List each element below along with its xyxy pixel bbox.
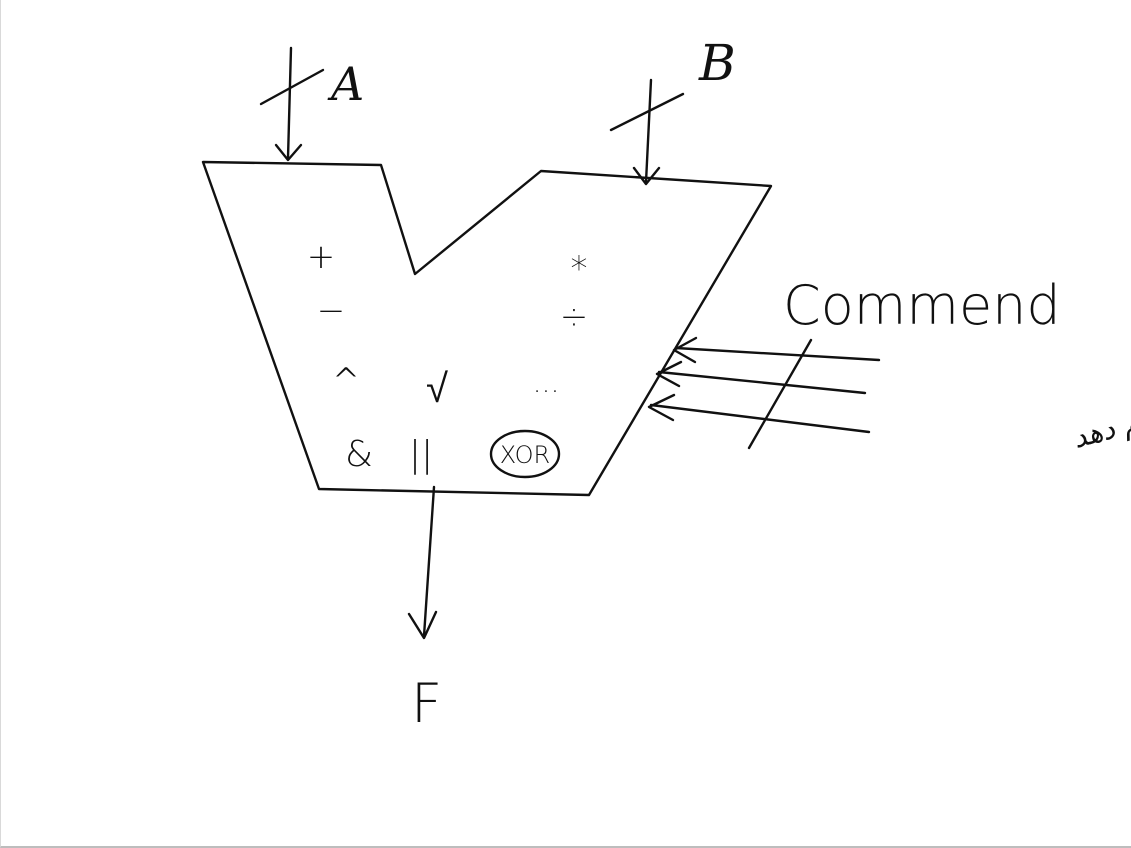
op-multiply: * (571, 249, 588, 289)
control-note: دستوری که میگوید کدام را انجام دهد (1069, 312, 1131, 455)
output-f-arrow (407, 485, 438, 640)
op-sqrt: √ (426, 366, 448, 412)
op-ellipsis: ... (533, 366, 560, 399)
xor-circle (489, 429, 561, 479)
op-or: || (409, 434, 433, 475)
input-a-label: A (327, 57, 364, 111)
op-xor-label: XOR (500, 441, 550, 469)
op-minus: − (317, 291, 346, 331)
op-and: & (345, 434, 373, 475)
op-power: ^ (332, 361, 361, 401)
alu-body (201, 160, 773, 497)
input-a-arrow (259, 46, 325, 162)
input-b-label: B (698, 34, 736, 92)
output-f-label: F (411, 672, 442, 735)
control-label: Commend (783, 274, 1061, 337)
input-b-arrow (609, 78, 685, 186)
op-xor: XOR (489, 429, 561, 479)
op-plus: + (307, 237, 336, 277)
op-divide: ÷ (560, 297, 589, 337)
control-arrows (647, 336, 881, 450)
